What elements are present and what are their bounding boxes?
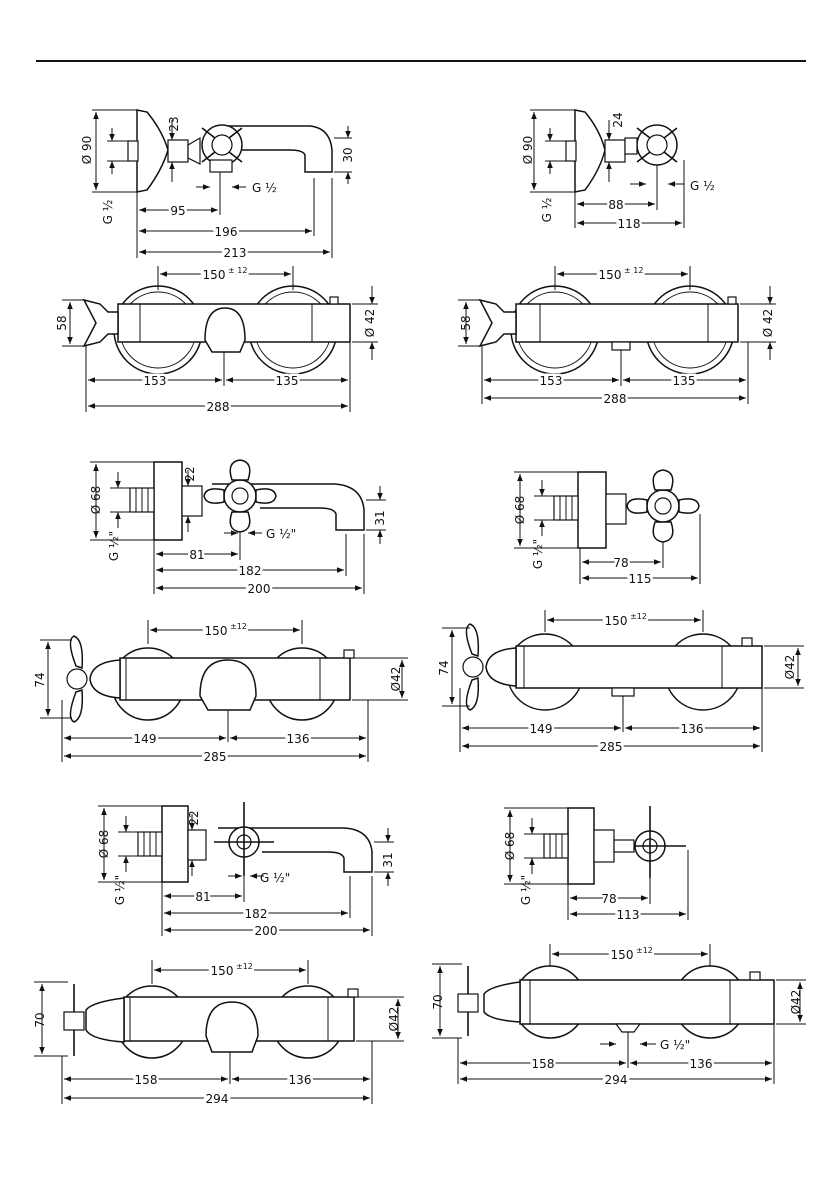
c-front-left: 149: [134, 732, 157, 746]
b-side-118: 118: [618, 217, 641, 231]
a-side-196: 196: [215, 225, 238, 239]
c-side-spout: 31: [373, 510, 387, 525]
f-front-right: 136: [690, 1057, 713, 1071]
a-side-95: 95: [170, 204, 185, 218]
f-front-total: 294: [605, 1073, 628, 1087]
e-front-left: 158: [135, 1073, 158, 1087]
e-side-thread: G ½": [260, 871, 290, 885]
a-side-offset: 23: [167, 116, 181, 131]
f-front-height: 70: [431, 994, 445, 1009]
c-side-thread-left: G ½": [107, 531, 121, 561]
b-side-offset: 24: [611, 112, 625, 127]
e-side-200: 200: [255, 924, 278, 938]
b-front-spacing: 150: [599, 268, 622, 282]
b-front-height: 58: [459, 315, 473, 330]
e-front-spacing: 150: [211, 964, 234, 978]
f-side-thread-left: G ½": [519, 875, 533, 905]
b-side-thread-left: G ½: [540, 198, 554, 223]
a-front-right: 135: [276, 374, 299, 388]
a-side-213: 213: [224, 246, 247, 260]
b-side-thread: G ½: [690, 179, 715, 193]
b-front-dia: Ø 42: [761, 309, 775, 338]
a-side-thread-left: G ½: [101, 200, 115, 225]
view-d-side: Ø 68 G ½" 78 115: [513, 469, 701, 589]
e-front-dia: Ø42: [387, 1007, 401, 1032]
view-f-side: Ø 68 G ½" 78 113: [503, 806, 689, 925]
a-front-left: 153: [144, 374, 167, 388]
view-a-side: Ø 90 G ½ 23 G ½ 30 95 196 213: [80, 109, 355, 263]
c-side-thread: G ½": [266, 527, 296, 541]
b-front-total: 288: [604, 392, 627, 406]
d-front-dia: Ø42: [783, 655, 797, 680]
c-side-182: 182: [239, 564, 262, 578]
view-f-front: 150 ±12 70 Ø42 G ½" 158 136 294: [431, 944, 806, 1090]
view-d-front: 150 ±12 74 Ø42 149 136 285: [437, 610, 804, 757]
d-front-right: 136: [681, 722, 704, 736]
f-front-left: 158: [532, 1057, 555, 1071]
c-front-total: 285: [204, 750, 227, 764]
c-side-200: 200: [248, 582, 271, 596]
d-side-78: 78: [613, 556, 628, 570]
e-front-right: 136: [289, 1073, 312, 1087]
e-side-offset: 22: [187, 810, 201, 825]
b-side-dia: Ø 90: [521, 136, 535, 165]
e-side-dia: Ø 68: [97, 830, 111, 859]
view-e-side: Ø 68 G ½" 22 G ½" 31 81 182 200: [97, 802, 395, 941]
c-front-tol: ±12: [230, 622, 247, 631]
c-side-offset: 22: [183, 466, 197, 481]
a-side-dia: Ø 90: [80, 136, 94, 165]
b-front-left: 153: [540, 374, 563, 388]
a-front-tol: ± 12: [228, 266, 247, 275]
c-side-81: 81: [189, 548, 204, 562]
a-front-height: 58: [55, 315, 69, 330]
f-front-tol: ±12: [636, 946, 653, 955]
f-side-78: 78: [601, 892, 616, 906]
e-side-81: 81: [195, 890, 210, 904]
view-c-front: 150 ±12 74 Ø42 149 136 285: [33, 620, 408, 767]
c-front-height: 74: [33, 672, 47, 687]
d-front-spacing: 150: [605, 614, 628, 628]
f-front-dia: Ø42: [789, 990, 803, 1015]
view-a-front: 150 ± 12 58 Ø 42 153 135 288: [55, 264, 378, 417]
f-front-spacing: 150: [611, 948, 634, 962]
f-front-thread: G ½": [660, 1038, 690, 1052]
f-side-dia: Ø 68: [503, 832, 517, 861]
view-e-front: 150 ±12 70 Ø42 158 136 294: [33, 960, 404, 1109]
a-side-spout: 30: [341, 147, 355, 162]
e-side-spout: 31: [381, 852, 395, 867]
e-front-height: 70: [33, 1012, 47, 1027]
b-side-88: 88: [608, 198, 623, 212]
c-front-right: 136: [287, 732, 310, 746]
b-front-right: 135: [673, 374, 696, 388]
a-front-dia: Ø 42: [363, 309, 377, 338]
a-front-spacing: 150: [203, 268, 226, 282]
b-front-tol: ± 12: [624, 266, 643, 275]
c-side-dia: Ø 68: [89, 486, 103, 515]
e-front-tol: ±12: [236, 962, 253, 971]
view-c-side: Ø 68 G ½" 22 G ½" 31 81 182 200: [89, 459, 387, 599]
d-front-tol: ±12: [630, 612, 647, 621]
d-front-total: 285: [600, 740, 623, 754]
view-b-side: Ø 90 G ½ 24 G ½ 88 118: [521, 109, 715, 234]
e-side-182: 182: [245, 907, 268, 921]
c-front-spacing: 150: [205, 624, 228, 638]
a-side-thread: G ½: [252, 181, 277, 195]
d-side-115: 115: [629, 572, 652, 586]
c-front-dia: Ø42: [389, 667, 403, 692]
d-front-height: 74: [437, 660, 451, 675]
d-side-thread-left: G ½": [531, 539, 545, 569]
view-b-front: 150 ± 12 58 Ø 42 153 135 288: [458, 264, 776, 409]
e-front-total: 294: [206, 1092, 229, 1106]
e-side-thread-left: G ½": [113, 875, 127, 905]
a-front-total: 288: [207, 400, 230, 414]
d-front-left: 149: [530, 722, 553, 736]
d-side-dia: Ø 68: [513, 496, 527, 525]
f-side-113: 113: [617, 908, 640, 922]
